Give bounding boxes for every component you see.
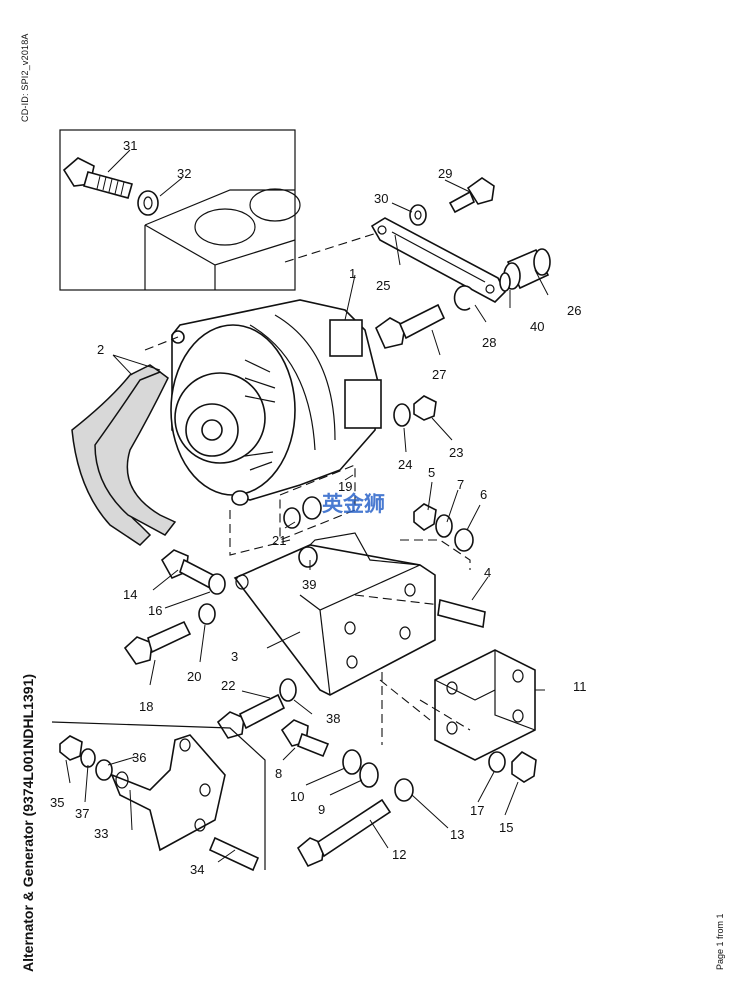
bolt-27 xyxy=(375,303,446,349)
callout-10: 10 xyxy=(290,789,304,804)
callout-23: 23 xyxy=(449,445,463,460)
washer-38 xyxy=(279,678,297,702)
nut-35 xyxy=(59,735,83,761)
assembly-lines xyxy=(144,231,471,745)
callout-18: 18 xyxy=(139,699,153,714)
spacer-19 xyxy=(302,496,322,520)
washer-32 xyxy=(137,190,159,216)
callout-22: 22 xyxy=(221,678,235,693)
bracket-11 xyxy=(434,649,536,761)
washer-36 xyxy=(95,759,113,781)
callout-2: 2 xyxy=(97,342,104,357)
callout-6: 6 xyxy=(480,487,487,502)
callout-39: 39 xyxy=(302,577,316,592)
callout-36: 36 xyxy=(132,750,146,765)
callout-8: 8 xyxy=(275,766,282,781)
callout-9: 9 xyxy=(318,802,325,817)
washer-10 xyxy=(342,749,362,775)
bolt-31 xyxy=(62,157,133,199)
callout-numbers: 1 2 3 4 5 6 7 8 9 10 11 12 13 14 15 16 1… xyxy=(50,138,587,877)
callout-1: 1 xyxy=(349,266,356,281)
callout-30: 30 xyxy=(374,191,388,206)
callout-27: 27 xyxy=(432,367,446,382)
callout-14: 14 xyxy=(123,587,137,602)
nut-23 xyxy=(413,395,437,421)
callout-26: 26 xyxy=(567,303,581,318)
washer-9 xyxy=(359,762,379,788)
callout-28: 28 xyxy=(482,335,496,350)
bolt-12 xyxy=(296,798,392,868)
alternator xyxy=(170,299,382,506)
callout-13: 13 xyxy=(450,827,464,842)
callout-7: 7 xyxy=(457,477,464,492)
callout-40: 40 xyxy=(530,319,544,334)
callout-32: 32 xyxy=(177,166,191,181)
washer-20 xyxy=(198,603,216,625)
nut-5 xyxy=(413,503,437,531)
bolt-29 xyxy=(448,177,495,214)
drive-belts xyxy=(71,364,177,546)
stud-4 xyxy=(437,598,486,629)
callout-17: 17 xyxy=(470,803,484,818)
callout-4: 4 xyxy=(484,565,491,580)
callout-16: 16 xyxy=(148,603,162,618)
callout-34: 34 xyxy=(190,862,204,877)
callout-11: 11 xyxy=(573,679,587,694)
circlip-28 xyxy=(453,285,473,311)
callout-37: 37 xyxy=(75,806,89,821)
washer-37 xyxy=(80,748,96,768)
washer-16 xyxy=(208,573,226,595)
callout-33: 33 xyxy=(94,826,108,841)
spacer-26 xyxy=(503,248,551,290)
leader-lines xyxy=(65,149,549,863)
mounting-bracket-3 xyxy=(233,532,436,696)
washer-7 xyxy=(435,514,453,538)
bolt-22 xyxy=(216,693,286,739)
callout-15: 15 xyxy=(499,820,513,835)
watermark-text: 英金狮 xyxy=(322,492,385,516)
adjusting-link-25 xyxy=(370,217,506,303)
callout-31: 31 xyxy=(123,138,137,153)
washer-21 xyxy=(283,507,301,529)
washer-24 xyxy=(393,403,411,427)
callout-12: 12 xyxy=(392,847,406,862)
bush-40 xyxy=(499,272,511,292)
washer-30 xyxy=(409,204,427,226)
callout-20: 20 xyxy=(187,669,201,684)
washer-6 xyxy=(454,528,474,552)
bolt-14 xyxy=(160,549,217,590)
callout-38: 38 xyxy=(326,711,340,726)
stud-34 xyxy=(208,836,260,872)
bolt-8 xyxy=(280,719,330,758)
callout-19: 19 xyxy=(338,479,352,494)
callout-3: 3 xyxy=(231,649,238,664)
callout-35: 35 xyxy=(50,795,64,810)
callout-25: 25 xyxy=(376,278,390,293)
bolt-18 xyxy=(123,620,192,665)
washer-13 xyxy=(394,778,414,802)
callout-24: 24 xyxy=(398,457,412,472)
engine-block-inset xyxy=(59,129,301,291)
lower-bracket-inset xyxy=(51,721,266,870)
callout-21: 21 xyxy=(272,533,286,548)
callout-29: 29 xyxy=(438,166,452,181)
washer-17 xyxy=(488,751,506,773)
callout-5: 5 xyxy=(428,465,435,480)
nut-15 xyxy=(511,751,537,783)
